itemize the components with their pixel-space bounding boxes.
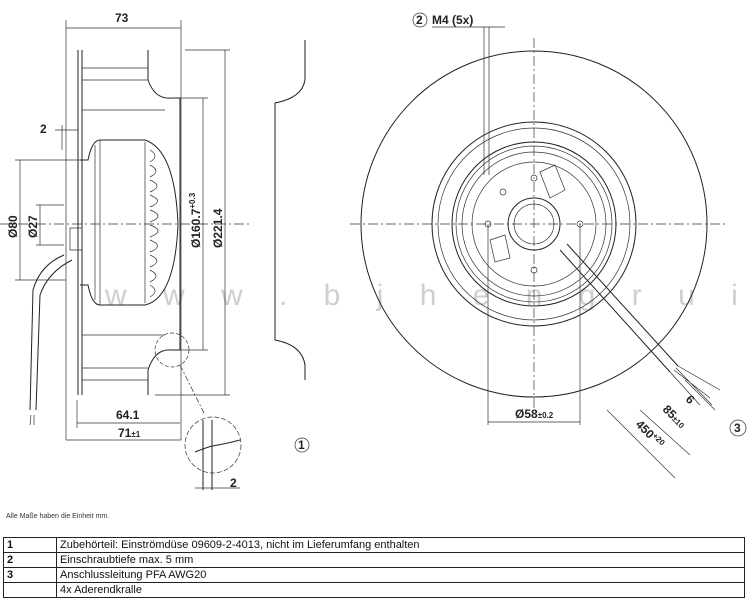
dim-71: 71±1 [118,426,141,440]
dim-64-1: 64.1 [116,408,140,422]
technical-drawing: w w w . b j h e n g r u i . c n 73 2 Ø80… [0,11,750,490]
watermark-url: w w w . b j h e n g r u i . c n [104,279,750,312]
dim-d80: Ø80 [6,215,20,238]
dim-450: 450+20 [633,417,667,451]
row-number [3,582,57,598]
row-number: 3 [3,567,57,583]
dim-73: 73 [115,11,129,25]
row-text: Einschraubtiefe max. 5 mm [56,552,745,568]
side-view: 73 2 Ø80 Ø27 Ø160.7+0.3 Ø221.4 64.1 71±1… [0,11,310,490]
row-number: 1 [3,537,57,553]
thread-label: M4 (5x) [432,13,473,27]
row-text: 4x Aderendkralle [56,582,745,598]
row-text: Anschlussleitung PFA AWG20 [56,567,745,583]
dim-2-detail: 2 [230,476,237,490]
front-view: 2 M4 (5x) Ø58±0.2 6 85±10 450+20 3 [350,12,747,479]
dim-85: 85±10 [660,402,689,431]
callout-1: 1 [298,438,305,452]
dim-2-offset: 2 [40,122,47,136]
row-text: Zubehörteil: Einströmdüse 09609-2-4013, … [56,537,745,553]
callout-3: 3 [734,421,741,435]
dim-d27: Ø27 [26,215,40,238]
table-row: 4x Aderendkralle [3,582,745,598]
callout-2: 2 [416,13,423,27]
dim-d58: Ø58±0.2 [515,407,554,421]
units-note: Alle Maße haben die Einheit mm. [6,513,110,520]
dim-d160: Ø160.7+0.3 [188,192,203,248]
row-number: 2 [3,552,57,568]
dim-d221: Ø221.4 [211,208,225,248]
